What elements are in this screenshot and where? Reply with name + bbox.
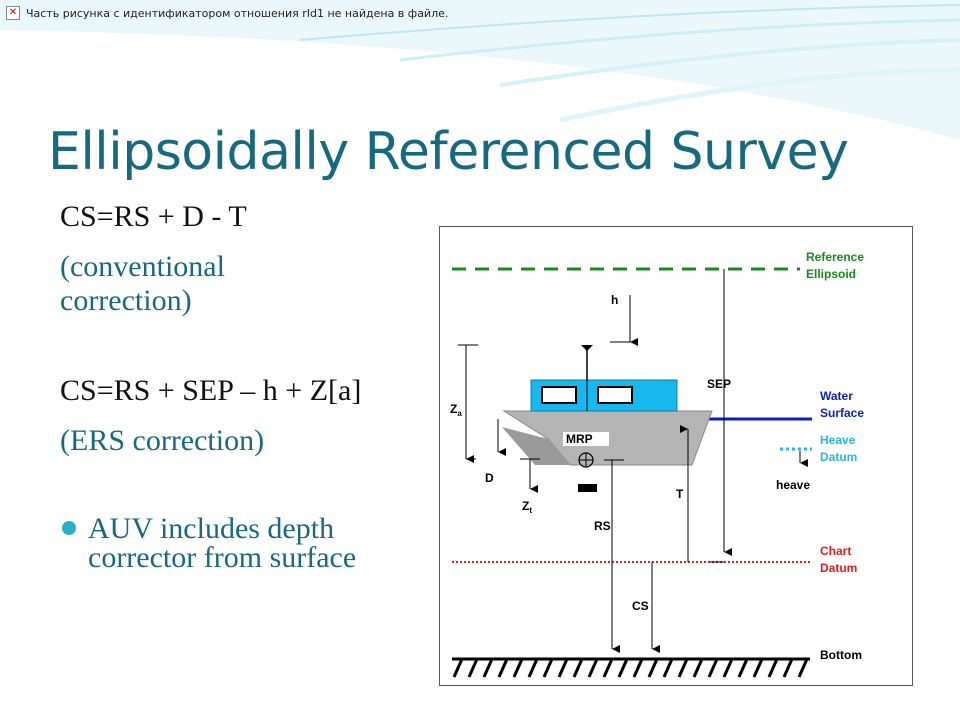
missing-image-notice: ✕ Часть рисунка с идентификатором отноше… [6,6,448,20]
broken-image-icon: ✕ [6,6,20,20]
bullet-text: AUV includes depth corrector from surfac… [88,512,357,574]
conventional-note-line-1: (conventional [60,250,225,283]
label-heave-datum-2: Datum [820,450,857,464]
label-sep: SEP [707,377,731,391]
cabin-window-right [597,386,633,404]
cabin-window-left [541,386,577,404]
mrp-label-box [563,432,609,446]
label-t: T [676,487,684,501]
label-chart-datum-2: Datum [820,561,857,575]
transducer-fin [502,427,570,465]
label-water-surface-2: Surface [820,406,864,420]
label-bottom: Bottom [820,648,862,662]
transducer-icon [578,484,597,492]
ers-diagram: Reference Ellipsoid h SEP Water Surface … [439,226,913,686]
label-heave: heave [776,478,810,492]
ers-diagram-svg: Reference Ellipsoid h SEP Water Surface … [450,250,864,678]
seabed-hatching [452,658,809,678]
label-d: D [485,471,494,485]
label-za: Za [450,402,462,418]
label-water-surface-1: Water [820,389,853,403]
label-reference-ellipsoid-2: Ellipsoid [806,267,856,281]
label-cs: CS [632,599,649,613]
formula-conventional: CS=RS + D - T [60,200,247,233]
missing-image-text: Часть рисунка с идентификатором отношени… [26,6,449,20]
slide-title: Ellipsoidally Referenced Survey [48,122,849,182]
formula-ers: CS=RS + SEP – h + Z[a] [60,374,362,407]
slide-body: CS=RS + D - T (conventional correction) … [60,200,430,458]
label-chart-datum-1: Chart [820,544,851,558]
label-heave-datum-1: Heave [820,433,856,447]
gps-antenna-icon [581,345,593,351]
label-zt: Zt [522,499,532,515]
label-rs: RS [594,519,611,533]
label-h: h [611,293,618,307]
conventional-note-line-2: correction) [60,284,192,317]
ers-note: (ERS correction) [60,424,265,457]
label-reference-ellipsoid-1: Reference [806,250,864,264]
label-mrp: MRP [566,432,593,446]
header-wave-decoration [0,0,960,140]
survey-vessel [502,345,713,492]
bullet-dot [62,521,76,535]
